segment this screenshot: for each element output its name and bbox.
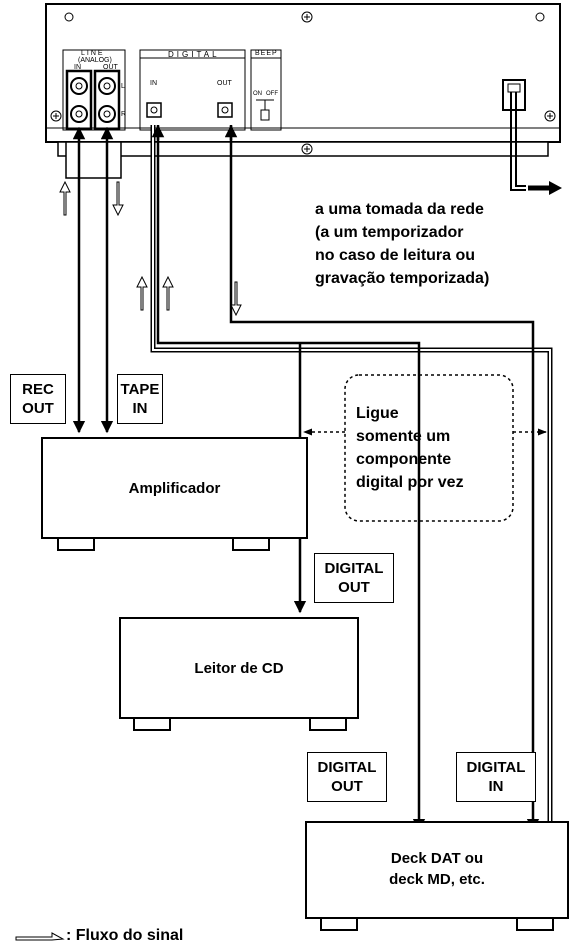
label-line: DIGITAL (324, 560, 384, 577)
line-out-l-jack[interactable] (98, 77, 116, 95)
connect-note-line: componente (356, 451, 452, 468)
label-line: OUT (22, 400, 54, 417)
label-line: IN (132, 400, 148, 417)
dat-digital-in-label: DIGITAL IN (456, 752, 536, 802)
beep-off-label: OFF (266, 91, 278, 97)
digital-out-port[interactable] (217, 102, 233, 118)
beep-on-label: ON (253, 91, 262, 97)
tape-in-label: TAPE IN (117, 374, 163, 424)
label-line: TAPE (120, 381, 160, 398)
connect-note: Ligue somente um componente digital por … (356, 402, 464, 494)
dat-digital-out-label: DIGITAL OUT (307, 752, 387, 802)
legend-text: : Fluxo do sinal (66, 927, 184, 944)
cd-player-device (119, 617, 359, 731)
connect-note-line: Ligue (356, 405, 399, 422)
amplifier-name: Amplificador (128, 480, 221, 497)
label-line: DIGITAL (317, 759, 377, 776)
analog-label: (ANALOG) (78, 57, 112, 64)
beep-label: BEEP (255, 50, 278, 57)
digital-cables (150, 124, 553, 832)
digital-label: DIGITAL (168, 50, 220, 59)
screw-icon (301, 143, 313, 155)
label-line: Deck DAT ou (390, 850, 484, 867)
line-out-label: OUT (103, 64, 118, 71)
rec-out-label: REC OUT (10, 374, 66, 424)
digital-in-port[interactable] (146, 102, 162, 118)
label-line: OUT (331, 778, 363, 795)
line-label: LINE (81, 50, 105, 57)
dat-deck-device (305, 821, 569, 931)
analog-cables (65, 126, 122, 434)
label-line: OUT (338, 579, 370, 596)
power-note-line: a uma tomada da rede (315, 201, 484, 218)
signal-flow-arrows (59, 180, 242, 317)
label-line: IN (488, 778, 504, 795)
label-line: REC (22, 381, 54, 398)
label-line: deck MD, etc. (389, 871, 485, 888)
l-label: L (121, 83, 125, 90)
dat-deck-name: Deck DAT ou deck MD, etc. (306, 848, 568, 890)
power-note-line: (a um temporizador (315, 224, 464, 241)
line-in-label: IN (74, 64, 81, 71)
digital-in-label: IN (150, 80, 157, 87)
line-in-r-jack[interactable] (70, 105, 88, 123)
power-note-line: gravação temporizada) (315, 270, 490, 287)
label-line: DIGITAL (466, 759, 526, 776)
note-box (344, 374, 514, 522)
screw-icon (50, 110, 62, 122)
digital-out-label: OUT (217, 80, 232, 87)
connect-note-line: digital por vez (356, 474, 464, 491)
screw-icon (301, 11, 313, 23)
power-note: a uma tomada da rede (a um temporizador … (315, 198, 489, 290)
power-note-line: no caso de leitura ou (315, 247, 476, 264)
cd-player-name: Leitor de CD (194, 660, 284, 677)
screw-icon (64, 12, 74, 22)
unit-back-panel (45, 3, 561, 191)
screw-icon (544, 110, 556, 122)
cd-digital-out-label: DIGITAL OUT (314, 553, 394, 603)
amplifier-device (41, 437, 308, 551)
line-out-r-jack[interactable] (98, 105, 116, 123)
beep-switch-icon[interactable] (256, 99, 274, 121)
line-in-l-jack[interactable] (70, 77, 88, 95)
screw-icon (535, 12, 545, 22)
connect-note-line: somente um (356, 428, 451, 445)
legend-arrow-icon (15, 932, 65, 941)
r-label: R (121, 111, 127, 118)
